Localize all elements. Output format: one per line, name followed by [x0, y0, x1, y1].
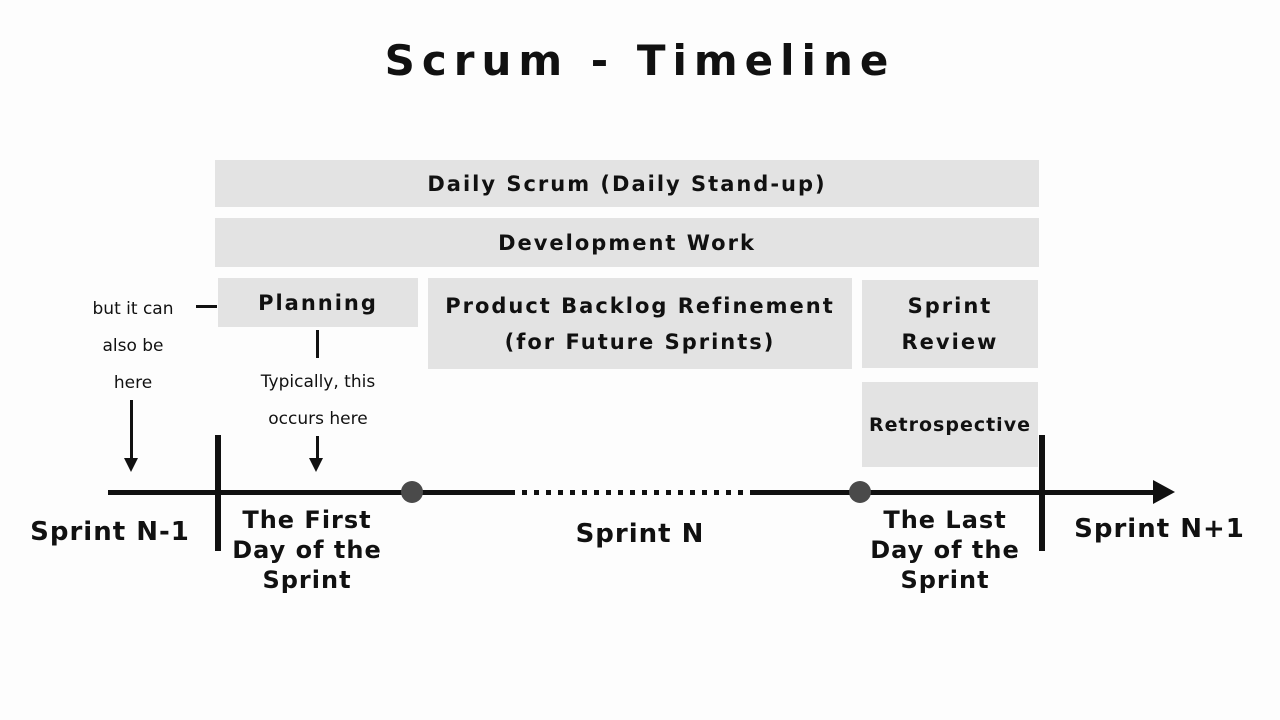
diagram-title: Scrum - Timeline: [384, 36, 896, 85]
first-day-label-line1: The First: [242, 506, 372, 534]
last-day-label-line1: The Last: [883, 506, 1007, 534]
also-here-line1: but it can: [92, 299, 174, 319]
typically-arrow-down-icon: [309, 458, 323, 472]
daily-scrum-bar: Daily Scrum (Daily Stand-up): [215, 160, 1039, 207]
also-here-line3: here: [113, 373, 153, 393]
last-day-label-line2: Day of the: [870, 536, 1020, 564]
also-here-arrow-stem: [130, 400, 133, 458]
sprint-review-label-line1: Sprint: [907, 294, 993, 318]
development-work-bar: Development Work: [215, 218, 1039, 267]
typically-line1: Typically, this: [260, 372, 376, 392]
backlog-refinement-label-line1: Product Backlog Refinement: [445, 293, 835, 318]
last-day-label: The Last Day of the Sprint: [845, 505, 1045, 595]
first-day-label-line2: Day of the: [232, 536, 382, 564]
also-here-connector-dash: [196, 305, 217, 308]
also-here-arrow-down-icon: [124, 458, 138, 472]
backlog-refinement-label-line2: (for Future Sprints): [504, 329, 776, 354]
typically-line2: occurs here: [268, 409, 368, 429]
sprint-next-label: Sprint N+1: [1074, 514, 1245, 544]
also-here-annotation: but it can also be here: [48, 291, 218, 402]
sprint-prev-label: Sprint N-1: [30, 517, 190, 547]
typically-annotation: Typically, this occurs here: [228, 364, 408, 438]
first-day-label: The First Day of the Sprint: [207, 505, 407, 595]
sprint-review-label-line2: Review: [901, 330, 999, 354]
retrospective-box: Retrospective: [862, 382, 1038, 467]
daily-scrum-label: Daily Scrum (Daily Stand-up): [427, 171, 827, 196]
sprint-review-box: Sprint Review: [862, 280, 1038, 368]
sprint-current-label: Sprint N: [575, 519, 705, 549]
planning-connector-line: [316, 330, 319, 358]
retrospective-label: Retrospective: [869, 413, 1031, 436]
last-day-tick: [1039, 435, 1045, 551]
first-day-tick: [215, 435, 221, 551]
first-day-label-line3: Sprint: [262, 566, 352, 594]
timeline-segment-dotted: [510, 490, 750, 495]
backlog-refinement-box: Product Backlog Refinement (for Future S…: [428, 278, 852, 369]
planning-box: Planning: [218, 278, 418, 327]
review-start-dot: [849, 481, 871, 503]
planning-label: Planning: [258, 290, 378, 315]
last-day-label-line3: Sprint: [900, 566, 990, 594]
typically-arrow-stem: [316, 436, 319, 458]
timeline-segment-right: [750, 490, 1155, 495]
planning-end-dot: [401, 481, 423, 503]
timeline-arrowhead-icon: [1153, 480, 1175, 504]
timeline-segment-left: [108, 490, 510, 495]
development-work-label: Development Work: [498, 230, 756, 255]
also-here-line2: also be: [102, 336, 164, 356]
